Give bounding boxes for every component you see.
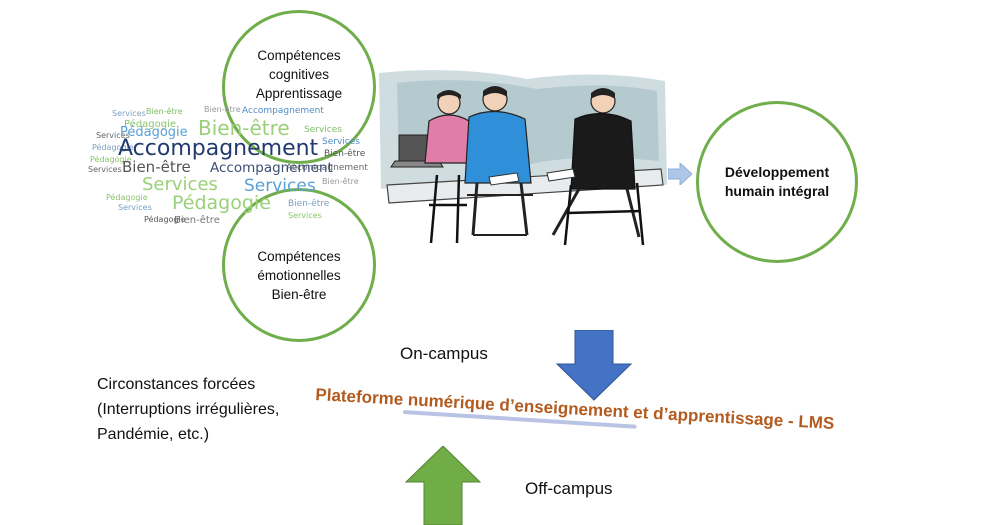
cloud-word: Accompagnement (118, 136, 319, 161)
cloud-word: Bien-être (198, 116, 290, 140)
circumstances-line-1: Circonstances forcées (97, 376, 256, 393)
cloud-word: Bien-être (324, 149, 366, 159)
cloud-word: Pédagogie (172, 192, 271, 214)
emotional-skills-label: Compétences émotionnelles Bien-être (222, 247, 376, 304)
cloud-word: Services (112, 109, 146, 118)
cloud-word: Pédagogie (124, 119, 177, 130)
cloud-word: Services (118, 203, 152, 212)
cognitive-line-1: Compétences (257, 48, 341, 63)
on-campus-label: On-campus (400, 344, 488, 363)
emotional-line-2: émotionnelles (257, 268, 341, 283)
cloud-word: Pédagogie (92, 143, 134, 152)
cloud-word: Accompagnement (286, 163, 368, 173)
development-label: Développement humain intégral (696, 163, 858, 201)
cloud-word: Services (304, 125, 342, 135)
cloud-word: Accompagnement (210, 160, 333, 176)
cognitive-line-2: cognitives (268, 67, 330, 82)
off-campus-label: Off-campus (525, 479, 613, 498)
cloud-word: Services (288, 211, 322, 220)
cloud-word: Accompagnement (242, 106, 324, 116)
cloud-word: Bien-être (288, 199, 330, 209)
circumstances-line-3: Pandémie, etc.) (97, 426, 210, 443)
cloud-word: Bien-être (174, 215, 220, 226)
emotional-line-1: Compétences (257, 249, 341, 264)
word-cloud: Services Bien-être Bien-être Accompagnem… (84, 104, 369, 232)
development-circle (696, 101, 858, 263)
development-line-1: Développement (724, 164, 830, 180)
right-arrow-icon (668, 163, 692, 185)
study-group-sketch (377, 65, 670, 255)
cloud-word: Services (96, 131, 130, 140)
cloud-word: Bien-être (146, 107, 183, 116)
cloud-word: Services (142, 174, 218, 195)
cloud-word: Pédagogie (120, 125, 188, 140)
circumstances-line-2: (Interruptions irrégulières, (97, 401, 280, 418)
cloud-word: Services (322, 137, 360, 147)
cloud-word: Services (88, 165, 122, 174)
cloud-word: Pédagogie (144, 215, 186, 224)
cloud-word: Services (244, 176, 316, 196)
down-arrow-icon (555, 330, 633, 401)
development-line-2: humain intégral (724, 183, 830, 199)
cloud-word: Pédagogie (90, 155, 132, 164)
up-arrow-icon (404, 446, 482, 525)
cognitive-line-3: Apprentissage (255, 86, 343, 101)
emotional-skills-circle (222, 188, 376, 342)
circumstances-text: Circonstances forcées (Interruptions irr… (97, 372, 279, 447)
cloud-word: Bien-être (204, 105, 241, 114)
cognitive-skills-label: Compétences cognitives Apprentissage (222, 46, 376, 103)
cloud-word: Pédagogie (106, 193, 148, 202)
cloud-word: Bien-être (322, 177, 359, 186)
cloud-word: Bien-être (122, 158, 191, 176)
cognitive-skills-circle (222, 10, 376, 164)
emotional-line-3: Bien-être (271, 287, 327, 302)
